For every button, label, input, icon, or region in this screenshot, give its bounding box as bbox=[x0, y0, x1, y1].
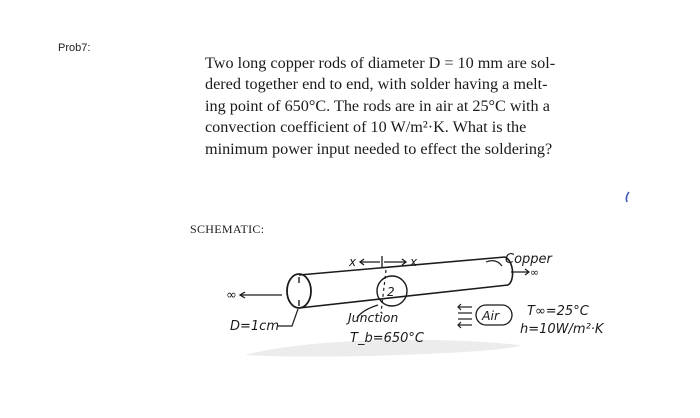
ambient-temperature: T∞=25°C bbox=[527, 304, 590, 319]
infinity-left-symbol: ∞ bbox=[226, 288, 237, 303]
x-axis-label-left: x bbox=[348, 255, 357, 269]
air-label-box bbox=[475, 304, 513, 326]
junction-leader-line bbox=[356, 304, 379, 319]
problem-line: Two long copper rods of diameter D = 10 … bbox=[205, 54, 556, 72]
diameter-leader-line bbox=[278, 308, 299, 327]
junction-dashed-line bbox=[380, 269, 387, 314]
air-flow-lines bbox=[457, 303, 472, 329]
rod-end-cross-section bbox=[286, 273, 312, 309]
right-arrow bbox=[511, 268, 530, 276]
copper-leader-line bbox=[485, 260, 503, 267]
junction-temperature: T_b=650°C bbox=[350, 331, 425, 346]
schematic-title: SCHEMATIC: bbox=[190, 222, 265, 236]
junction-node-label: 2 bbox=[387, 285, 395, 299]
problem-number-label: Prob7: bbox=[58, 42, 91, 54]
background-shading bbox=[245, 339, 520, 357]
x-axis-label-right: x bbox=[409, 255, 418, 269]
x-axis-arrows bbox=[358, 256, 408, 268]
problem-line: convection coefficient of 10 W/m²·K. Wha… bbox=[205, 118, 527, 137]
left-arrow bbox=[238, 291, 282, 299]
air-label: Air bbox=[481, 308, 500, 323]
junction-node bbox=[376, 275, 408, 307]
diameter-label: D=1cm bbox=[230, 319, 279, 334]
stray-mark-icon bbox=[625, 191, 630, 203]
problem-line: dered together end to end, with solder h… bbox=[205, 75, 548, 94]
copper-label: Copper bbox=[505, 252, 554, 267]
junction-label: Junction bbox=[345, 310, 398, 325]
problem-line: minimum power input needed to effect the… bbox=[205, 139, 553, 158]
copper-rod bbox=[298, 256, 514, 309]
problem-statement: Two long copper rods of diameter D = 10 … bbox=[205, 53, 593, 160]
problem-line: ing point of 650°C. The rods are in air … bbox=[205, 96, 550, 115]
convection-coefficient: h=10W/m²·K bbox=[520, 322, 605, 337]
infinity-right-symbol: ∞ bbox=[530, 266, 539, 279]
